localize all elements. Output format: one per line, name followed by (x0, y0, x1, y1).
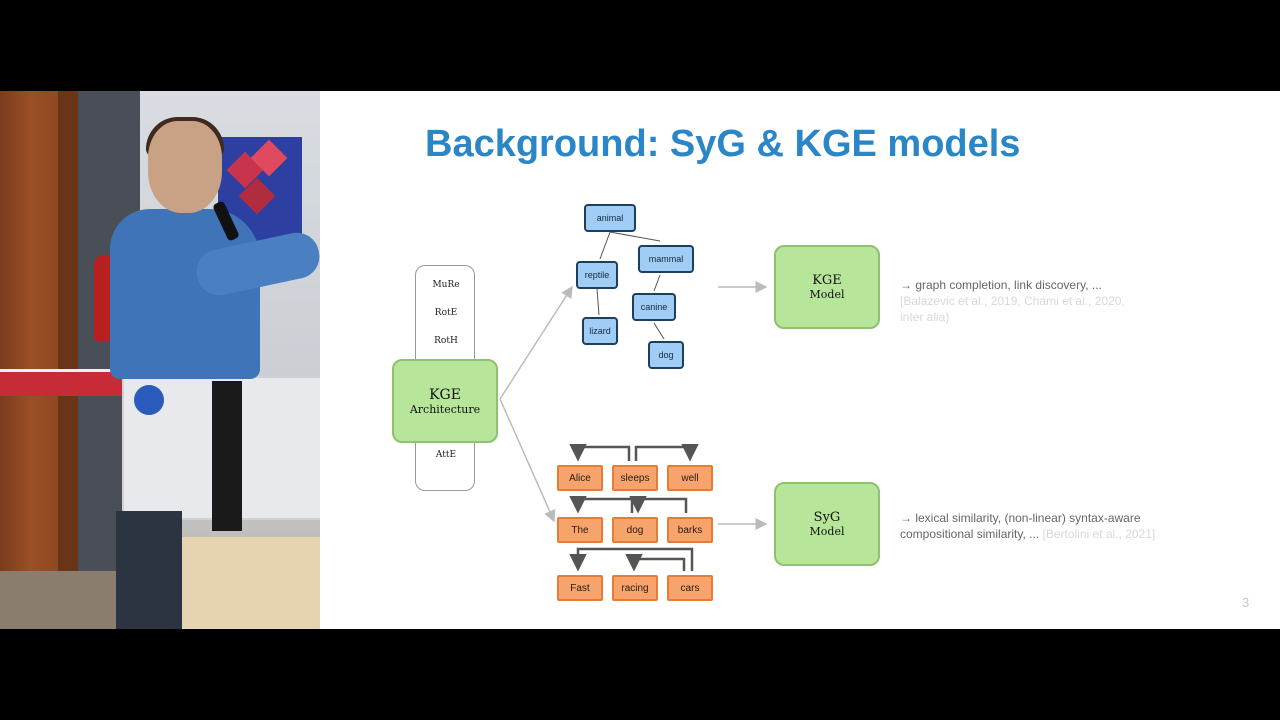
model-name: RotE (434, 308, 458, 318)
kge-result-text: → graph completion, link discovery, ... … (900, 278, 1125, 324)
model-name: AttE (435, 450, 457, 460)
token: racing (612, 575, 658, 601)
kge-model-box: KGE Model (774, 245, 880, 329)
token: Fast (557, 575, 603, 601)
model-name: RotH (434, 336, 458, 346)
red-railing (0, 369, 130, 396)
tree-node: animal (584, 204, 636, 232)
token: well (667, 465, 713, 491)
kge-architecture-box: KGE Architecture (392, 359, 498, 443)
speaker-camera-view (0, 91, 320, 629)
token: barks (667, 517, 713, 543)
token: sleeps (612, 465, 658, 491)
token: Alice (557, 465, 603, 491)
slide-title: Background: SyG & KGE models (425, 123, 1021, 165)
video-frame: Background: SyG & KGE models (0, 91, 1280, 629)
model-name: MuRe (432, 280, 460, 290)
podium-logo (134, 385, 164, 415)
page-number: 3 (1242, 595, 1250, 610)
tree-node: mammal (638, 245, 694, 273)
syg-model-box: SyG Model (774, 482, 880, 566)
token: The (557, 517, 603, 543)
desk (172, 537, 320, 629)
presentation-slide: Background: SyG & KGE models (320, 91, 1280, 629)
diagram-connectors (499, 231, 768, 572)
syg-result-text: → lexical similarity, (non-linear) synta… (900, 511, 1156, 541)
tree-node: dog (648, 341, 684, 369)
monitor (212, 381, 242, 531)
tree-node: reptile (576, 261, 618, 289)
token: cars (667, 575, 713, 601)
token: dog (612, 517, 658, 543)
tree-node: lizard (582, 317, 618, 345)
tree-node: canine (632, 293, 676, 321)
